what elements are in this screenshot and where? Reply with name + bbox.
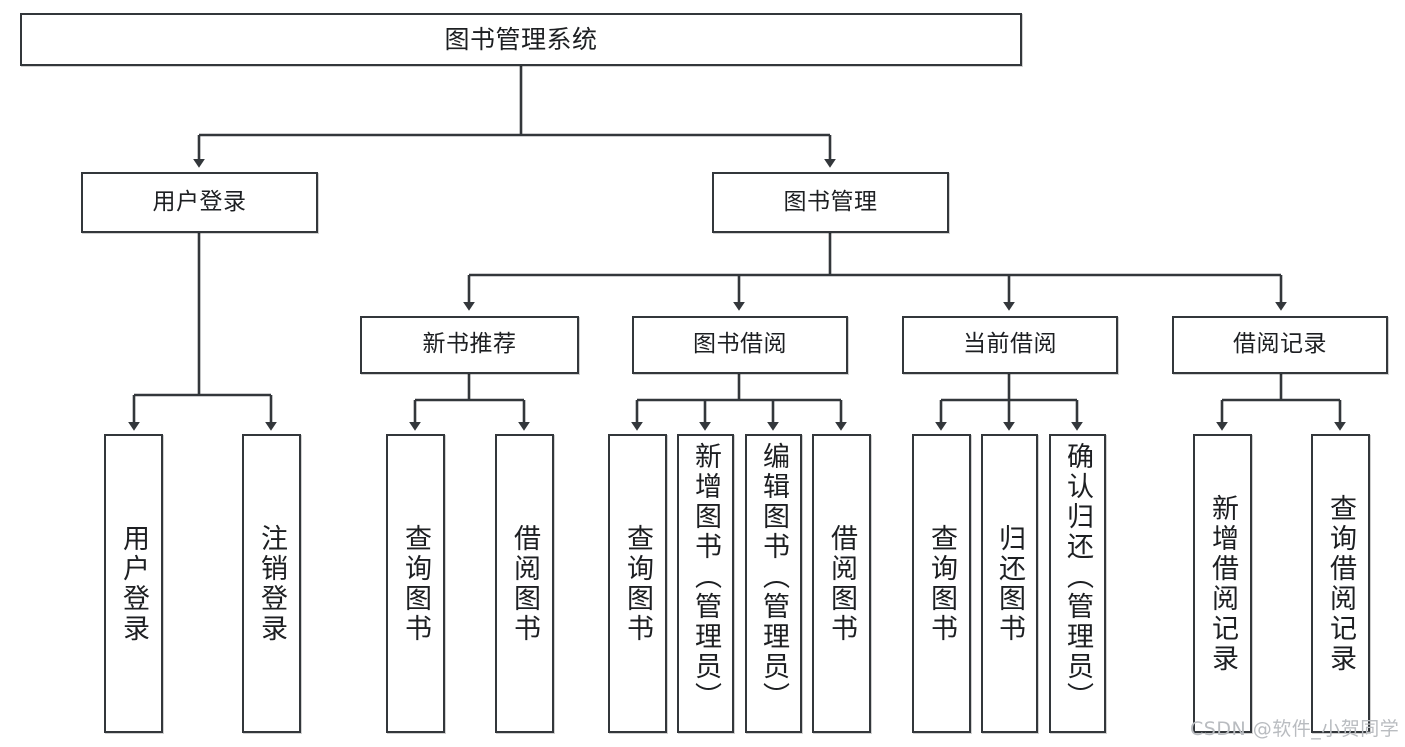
leaf-query-book-borrow[interactable]: 查询图书 xyxy=(608,434,667,733)
node-book-borrow[interactable]: 图书借阅 xyxy=(632,316,848,374)
node-label: 查询图书 xyxy=(926,523,957,644)
node-label: 查询图书 xyxy=(622,523,653,644)
node-label: 图书管理系统 xyxy=(444,24,598,54)
node-label: 借阅图书 xyxy=(826,523,857,644)
node-user-login[interactable]: 用户登录 xyxy=(81,172,318,233)
node-label: 当前借阅 xyxy=(963,331,1057,358)
node-label: 用户登录 xyxy=(118,523,149,644)
leaf-logout[interactable]: 注销登录 xyxy=(242,434,301,733)
leaf-borrow-book-recommend[interactable]: 借阅图书 xyxy=(495,434,554,733)
leaf-add-borrow-record[interactable]: 新增借阅记录 xyxy=(1193,434,1252,733)
leaf-confirm-return-admin[interactable]: 确认归还（管理员） xyxy=(1049,434,1106,733)
node-label: 确认归还（管理员） xyxy=(1062,442,1093,712)
node-label: 编辑图书（管理员） xyxy=(758,442,789,712)
node-label: 用户登录 xyxy=(152,188,247,215)
leaf-user-login[interactable]: 用户登录 xyxy=(104,434,163,733)
csdn-watermark: CSDN @软件_小贺同学 xyxy=(1190,718,1400,740)
node-current-borrow[interactable]: 当前借阅 xyxy=(902,316,1118,374)
node-label: 图书管理 xyxy=(783,188,878,215)
node-label: 注销登录 xyxy=(256,523,287,644)
leaf-add-book-admin[interactable]: 新增图书（管理员） xyxy=(677,434,734,733)
node-root-system[interactable]: 图书管理系统 xyxy=(20,13,1022,66)
node-label: 查询借阅记录 xyxy=(1325,493,1356,674)
leaf-return-book[interactable]: 归还图书 xyxy=(981,434,1038,733)
leaf-query-borrow-record[interactable]: 查询借阅记录 xyxy=(1311,434,1370,733)
node-label: 查询图书 xyxy=(400,523,431,644)
node-label: 图书借阅 xyxy=(693,331,787,358)
node-label: 借阅记录 xyxy=(1233,331,1327,358)
node-borrow-record[interactable]: 借阅记录 xyxy=(1172,316,1388,374)
node-book-management[interactable]: 图书管理 xyxy=(712,172,949,233)
node-label: 新书推荐 xyxy=(422,331,517,358)
node-label: 新增图书（管理员） xyxy=(690,442,721,712)
node-label: 借阅图书 xyxy=(509,523,540,644)
node-label: 归还图书 xyxy=(994,523,1025,644)
leaf-query-book-recommend[interactable]: 查询图书 xyxy=(386,434,445,733)
node-new-book-recommend[interactable]: 新书推荐 xyxy=(360,316,579,374)
leaf-borrow-book[interactable]: 借阅图书 xyxy=(812,434,871,733)
leaf-edit-book-admin[interactable]: 编辑图书（管理员） xyxy=(745,434,802,733)
node-label: 新增借阅记录 xyxy=(1207,493,1238,674)
leaf-query-book-current[interactable]: 查询图书 xyxy=(912,434,971,733)
